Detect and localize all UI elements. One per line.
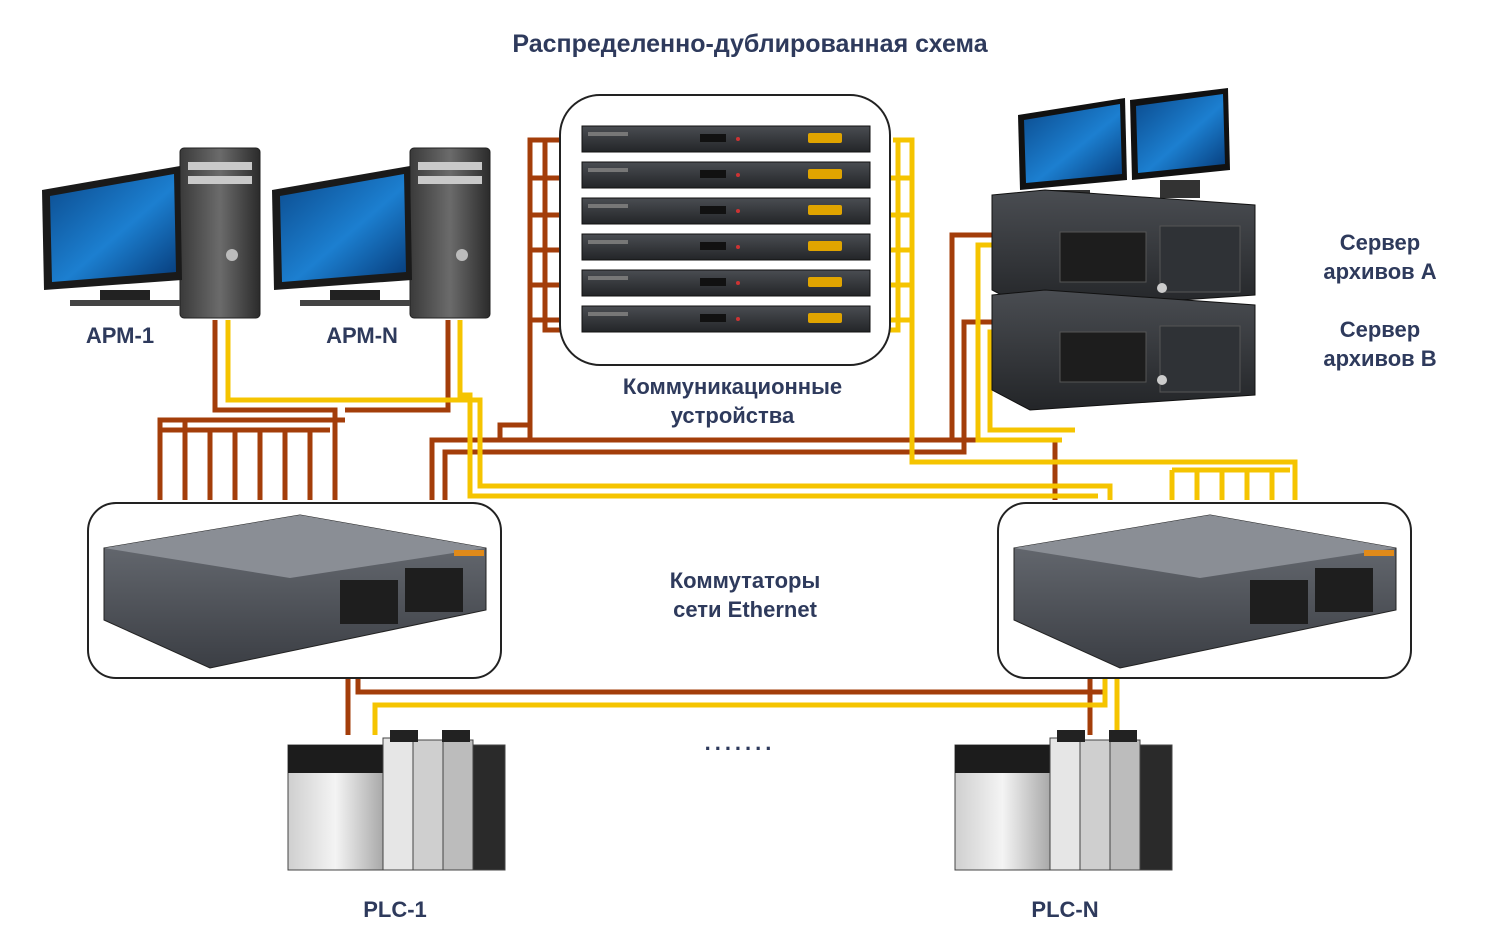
plc-n-device — [954, 730, 1173, 871]
plc-ellipsis: ....... — [704, 730, 776, 755]
arm-n-workstation — [272, 147, 491, 319]
server-a-label: Сервер архивов А — [1323, 230, 1437, 284]
network-b-cables — [225, 137, 1298, 735]
arm-1-label: АРМ-1 — [85, 323, 155, 348]
plc-1-device — [287, 730, 506, 871]
plc-1-label: PLC-1 — [363, 897, 427, 922]
arm-1-workstation — [42, 147, 261, 319]
plc-n-label: PLC-N — [1031, 897, 1099, 922]
arm-n-label: АРМ-N — [326, 323, 398, 348]
server-b-label: Сервер архивов В — [1323, 317, 1437, 371]
comm-rack-unit — [581, 125, 871, 153]
communication-devices — [559, 94, 891, 366]
archive-servers — [991, 88, 1256, 411]
comm-devices-label: Коммуникационные устройства — [622, 374, 843, 428]
switch-a — [87, 502, 502, 679]
switches-label: Коммутаторы сети Ethernet — [669, 568, 821, 622]
diagram-title: Распределенно-дублированная схема — [512, 30, 988, 58]
switch-b — [997, 502, 1412, 679]
